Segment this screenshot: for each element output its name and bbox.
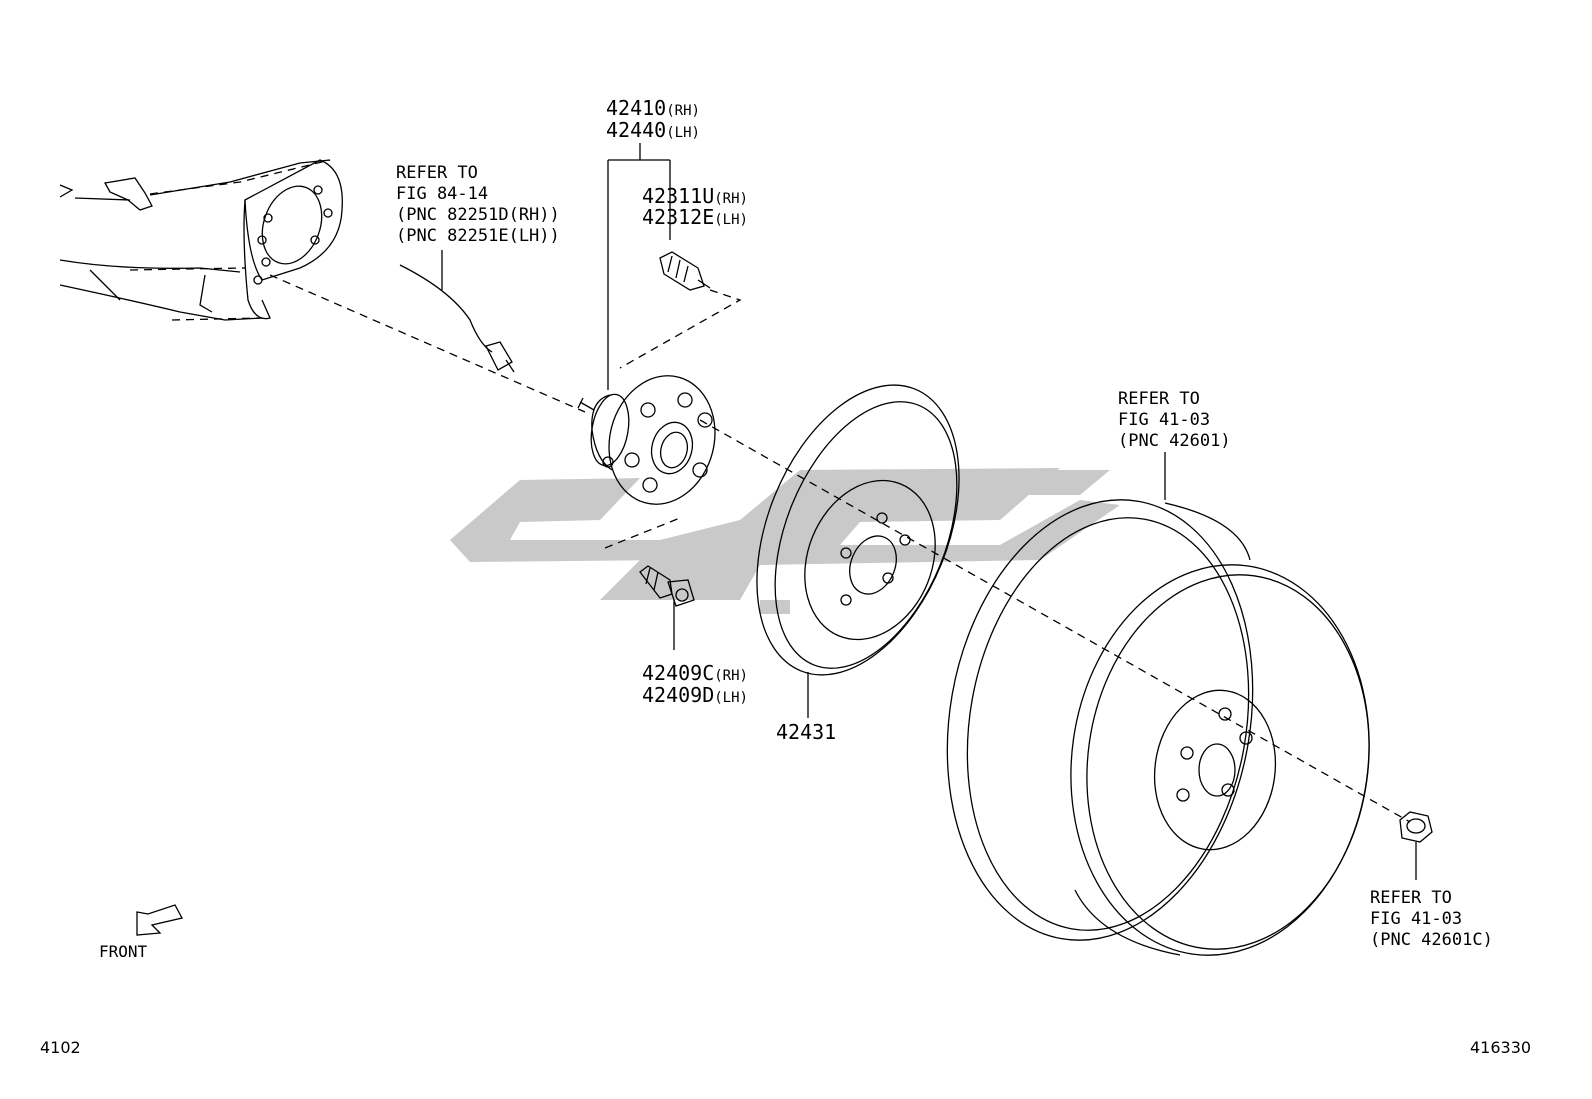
stud-rh-side: (RH) (714, 191, 748, 207)
hub-rh-pn: 42410 (606, 96, 667, 120)
sensor-ref-line-4: (PNC 82251E(LH)) (396, 226, 560, 246)
nut-ref-line-2: FIG 41-03 (1370, 909, 1463, 929)
illustration-id: 416330 (1470, 1038, 1532, 1057)
stud-part-number-rh: 42311U(RH) (642, 185, 748, 210)
sensor-reference-note: REFER TO FIG 84-14 (PNC 82251D(RH)) (PNC… (396, 163, 560, 247)
sensor-ref-line-1: REFER TO (396, 163, 478, 183)
leader-lines (607, 143, 1417, 880)
stud-part-number-lh: 42312E(LH) (642, 206, 748, 231)
bolt-part-number-rh: 42409C(RH) (642, 662, 748, 687)
hub-bolt-illustration (639, 565, 695, 607)
sensor-ref-line-2: FIG 84-14 (396, 184, 489, 204)
abs-sensor-wire-illustration (399, 250, 515, 373)
bolt-lh-pn: 42409D (642, 683, 715, 707)
front-label: FRONT (99, 942, 148, 961)
hub-lh-pn: 42440 (606, 118, 667, 142)
wheel-ref-line-1: REFER TO (1118, 389, 1200, 409)
hub-part-number-lh: 42440(LH) (606, 119, 700, 144)
hub-bearing-illustration (577, 375, 716, 505)
axle-carrier-illustration (59, 159, 343, 321)
bolt-rh-pn: 42409C (642, 661, 715, 685)
lug-nut-illustration (1399, 811, 1433, 843)
figure-number: 4102 (40, 1038, 81, 1057)
bolt-lh-side: (LH) (714, 690, 748, 706)
disc-part-number: 42431 (776, 720, 837, 744)
nut-ref-line-3: (PNC 42601C) (1370, 930, 1493, 950)
wheel-stud-illustration (659, 251, 711, 291)
watermark-logo (450, 468, 1120, 614)
wheel-ref-line-2: FIG 41-03 (1118, 410, 1211, 430)
assembly-dashed-lines (129, 159, 1411, 823)
front-arrow-icon (136, 904, 183, 936)
brake-disc-illustration (756, 384, 960, 676)
stud-rh-pn: 42311U (642, 184, 715, 208)
hub-lh-side: (LH) (666, 125, 700, 141)
wheel-illustration (946, 499, 1370, 956)
stud-lh-side: (LH) (714, 212, 748, 228)
bolt-part-number-lh: 42409D(LH) (642, 684, 748, 709)
bolt-rh-side: (RH) (714, 668, 748, 684)
wheel-reference-note: REFER TO FIG 41-03 (PNC 42601) (1118, 389, 1231, 452)
stud-lh-pn: 42312E (642, 205, 715, 229)
hub-part-number-rh: 42410(RH) (606, 97, 700, 122)
sensor-ref-line-3: (PNC 82251D(RH)) (396, 205, 560, 225)
wheel-ref-line-3: (PNC 42601) (1118, 431, 1231, 451)
nut-ref-line-1: REFER TO (1370, 888, 1452, 908)
nut-reference-note: REFER TO FIG 41-03 (PNC 42601C) (1370, 888, 1493, 951)
hub-rh-side: (RH) (666, 103, 700, 119)
